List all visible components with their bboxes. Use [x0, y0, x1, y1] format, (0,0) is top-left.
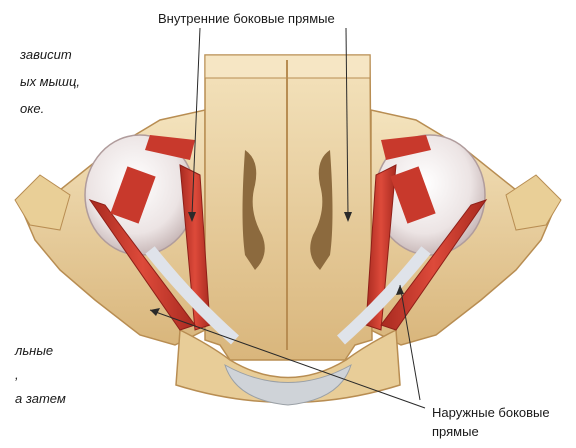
caption-top-line2: ых мышц,	[20, 71, 80, 93]
left-lateral-process	[15, 175, 70, 230]
right-lateral-process	[506, 175, 561, 230]
caption-bottom-line1: льные	[15, 340, 53, 362]
caption-top-line1: зависит	[20, 44, 72, 66]
caption-bottom-line2: ,	[15, 364, 19, 386]
caption-bottom-line3: а затем	[15, 388, 66, 410]
label-outer-lateral-rectus-line1: Наружные боковые	[432, 404, 550, 422]
label-outer-lateral-rectus-line2: прямые	[432, 423, 479, 441]
caption-top-line3: оке.	[20, 98, 44, 120]
label-inner-lateral-rectus: Внутренние боковые прямые	[158, 10, 335, 28]
